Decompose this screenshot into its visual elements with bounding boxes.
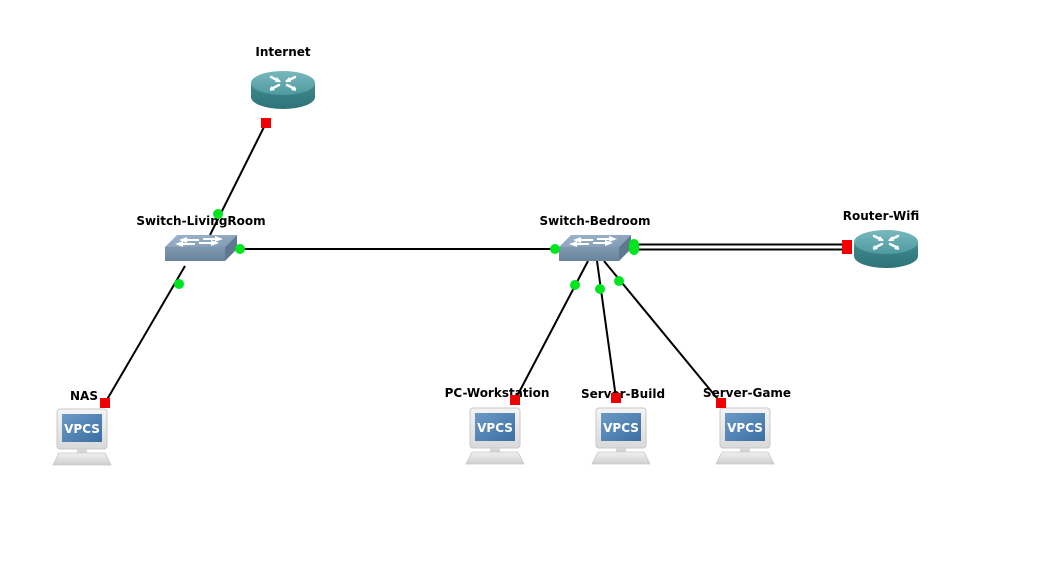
port-status-down-srv_build xyxy=(611,393,621,403)
router-icon xyxy=(249,69,317,111)
vpcs-screen-text: VPCS xyxy=(64,422,100,436)
port-status-down-router_wifi xyxy=(842,240,852,254)
node-label-internet: Internet xyxy=(255,45,310,59)
link-sw_bed-srv_build[interactable] xyxy=(596,260,617,399)
node-label-server-build: Server-Build xyxy=(581,387,665,401)
link-line[interactable] xyxy=(596,260,617,399)
node-label-server-game: Server-Game xyxy=(703,386,791,400)
links-layer xyxy=(104,122,847,404)
port-status-up-sw_bed xyxy=(550,244,560,254)
node-label-pc-workstation: PC-Workstation xyxy=(445,386,550,400)
port-status-down-pc_ws xyxy=(510,395,520,405)
node-label-switch-bedroom: Switch-Bedroom xyxy=(540,214,651,228)
port-status-down-internet xyxy=(261,118,271,128)
port-status-down-nas xyxy=(100,398,110,408)
link-sw_bed-srv_game[interactable] xyxy=(603,260,722,404)
vpcs-screen-text: VPCS xyxy=(477,421,513,435)
port-status-up-sw_bed xyxy=(629,239,639,255)
ports-layer xyxy=(100,118,852,408)
vpcs-icon xyxy=(715,407,775,465)
node-switch-bedroom[interactable]: Switch-Bedroom xyxy=(540,214,651,261)
vpcs-icon xyxy=(52,408,112,466)
port-status-up-sw_living xyxy=(213,209,223,219)
node-server-game[interactable]: VPCS Server-Game xyxy=(703,386,791,465)
link-line[interactable] xyxy=(104,265,186,404)
node-label-switch-livingroom: Switch-LivingRoom xyxy=(136,214,265,228)
node-pc-workstation[interactable]: VPCS PC-Workstation xyxy=(445,386,550,465)
node-label-nas: NAS xyxy=(70,389,98,403)
vpcs-screen-text: VPCS xyxy=(603,421,639,435)
switch-icon xyxy=(165,235,237,261)
port-status-up-sw_bed xyxy=(595,284,605,294)
node-nas[interactable]: VPCS NAS xyxy=(52,389,112,466)
port-status-up-sw_living xyxy=(174,279,184,289)
node-label-router-wifi: Router-Wifi xyxy=(843,209,920,223)
vpcs-screen-text: VPCS xyxy=(727,421,763,435)
port-status-up-sw_bed xyxy=(614,276,624,286)
link-line[interactable] xyxy=(603,260,722,404)
node-internet[interactable]: Internet xyxy=(249,45,317,111)
vpcs-icon xyxy=(465,407,525,465)
node-switch-livingroom[interactable]: Switch-LivingRoom xyxy=(136,214,266,261)
port-status-down-srv_game xyxy=(716,398,726,408)
switch-icon xyxy=(559,235,631,261)
node-router-wifi[interactable]: Router-Wifi xyxy=(843,209,920,270)
router-icon xyxy=(852,228,920,270)
link-sw_living-nas[interactable] xyxy=(104,265,186,404)
port-status-up-sw_living xyxy=(235,244,245,254)
link-sw_bed-router_wifi[interactable] xyxy=(631,243,847,251)
port-status-up-sw_bed xyxy=(570,280,580,290)
node-server-build[interactable]: VPCS Server-Build xyxy=(581,387,665,465)
vpcs-icon xyxy=(591,407,651,465)
